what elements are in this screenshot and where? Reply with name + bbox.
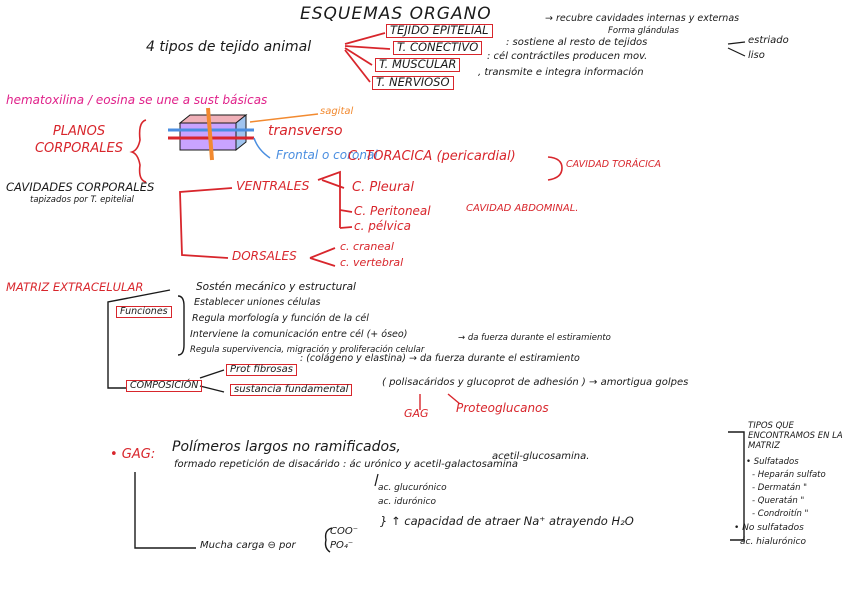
gag-carga: Mucha carga ⊖ por: [200, 541, 296, 551]
condroitin: - Condroitín ": [752, 510, 808, 519]
cavidad-toracica-label: CAVIDAD TORÁCICA: [566, 160, 661, 170]
sulfatados-label: • Sulfatados: [746, 458, 799, 467]
cavidad-pleural: C. Pleural: [352, 181, 414, 194]
grupo-po4: PO₄⁻: [330, 541, 353, 551]
gag-label: • GAG:: [110, 448, 155, 461]
tejidos-intro: 4 tipos de tejido animal: [146, 40, 311, 54]
sustancia-desc: ( polisacáridos y glucoprot de adhesión …: [382, 378, 688, 388]
funciones-label: Funciones: [116, 306, 172, 318]
funcion-4: Interviene la comunicación entre cél (+ …: [190, 330, 407, 340]
cavidad-peritoneal: C. Peritoneal: [354, 205, 431, 217]
gag-short: GAG: [404, 408, 429, 419]
prot-fibrosas-desc: : (colágeno y elastina) → da fuerza dura…: [300, 354, 580, 364]
funcion-2: Establecer uniones células: [194, 298, 320, 308]
planes-diagram: [168, 108, 254, 160]
cavidad-vertebral: c. vertebral: [340, 257, 403, 268]
composicion-label: COMPOSICIÓN: [126, 380, 202, 392]
funcion-3: Regula morfología y función de la cél: [192, 314, 369, 324]
acido-glucuronico: ac. glucurónico: [378, 484, 447, 493]
tipos-title: TIPOS QUE ENCONTRAMOS EN LA MATRIZ: [748, 422, 844, 451]
tejido-epitelial-desc: → recubre cavidades internas y externas: [545, 14, 739, 24]
heparan-sulfato: - Heparán sulfato: [752, 471, 826, 480]
muscular-estriado: estriado: [748, 36, 789, 46]
matriz-title: MATRIZ EXTRACELULAR: [6, 282, 143, 294]
page-title: ESQUEMAS ORGANO: [300, 6, 492, 23]
planos-title: PLANOS CORPORALES: [34, 124, 124, 158]
forma-glandulas: Forma glándulas: [608, 27, 679, 36]
plano-transverso: transverso: [268, 124, 343, 138]
tejido-conectivo-desc: : sostiene al resto de tejidos: [506, 38, 647, 48]
gag-line1: Polímeros largos no ramificados,: [172, 440, 401, 454]
cavidades-title: CAVIDADES CORPORALES: [6, 182, 154, 194]
tejido-muscular-desc: : cél contráctiles producen mov.: [487, 52, 647, 62]
dermatan: - Dermatán ": [752, 484, 807, 493]
sustancia-fundamental: sustancia fundamental: [230, 384, 352, 396]
cavidad-abdominal-label: CAVIDAD ABDOMINAL.: [466, 204, 578, 214]
cavidades-ventrales: VENTRALES: [236, 180, 309, 193]
acido-hialuronico: ác. hialurónico: [740, 538, 806, 547]
gag-line3: acetil-glucosamina.: [492, 452, 589, 462]
acido-iduronico: ac. idurónico: [378, 498, 436, 507]
cavidad-craneal: c. craneal: [340, 241, 394, 252]
gag-capacidad: } ↑ capacidad de atraer Na⁺ atrayendo H₂…: [380, 516, 634, 528]
cavidad-toracica-pericardial: C. TORACICA (pericardial): [348, 150, 516, 163]
tejido-nervioso: T. NERVIOSO: [372, 76, 454, 90]
cavidad-pelvica: c. pélvica: [354, 220, 411, 232]
queratan: - Queratán ": [752, 497, 804, 506]
tejido-epitelial: TEJIDO EPITELIAL: [386, 24, 493, 38]
proteoglucanos: Proteoglucanos: [456, 402, 549, 414]
hematoxilina-note: hematoxilina / eosina se une a sust bási…: [6, 94, 267, 106]
funcion-extra: → da fuerza durante el estiramiento: [458, 334, 611, 343]
cavidades-dorsales: DORSALES: [232, 250, 297, 262]
tejido-nervioso-desc: , transmite e integra información: [478, 68, 644, 78]
cavidades-subtitle: tapizados por T. epitelial: [30, 196, 134, 205]
muscular-liso: liso: [748, 51, 765, 61]
gag-line2: formado repetición de disacárido : ác ur…: [174, 460, 518, 470]
prot-fibrosas: Prot fibrosas: [226, 364, 297, 376]
plano-sagital: sagital: [320, 107, 353, 117]
tejido-muscular: T. MUSCULAR: [375, 58, 460, 72]
tejido-conectivo: T. CONECTIVO: [393, 41, 482, 55]
grupo-coo: COO⁻: [330, 527, 358, 537]
no-sulfatados-label: • No sulfatados: [734, 524, 804, 533]
funcion-1: Sostén mecánico y estructural: [196, 282, 356, 293]
